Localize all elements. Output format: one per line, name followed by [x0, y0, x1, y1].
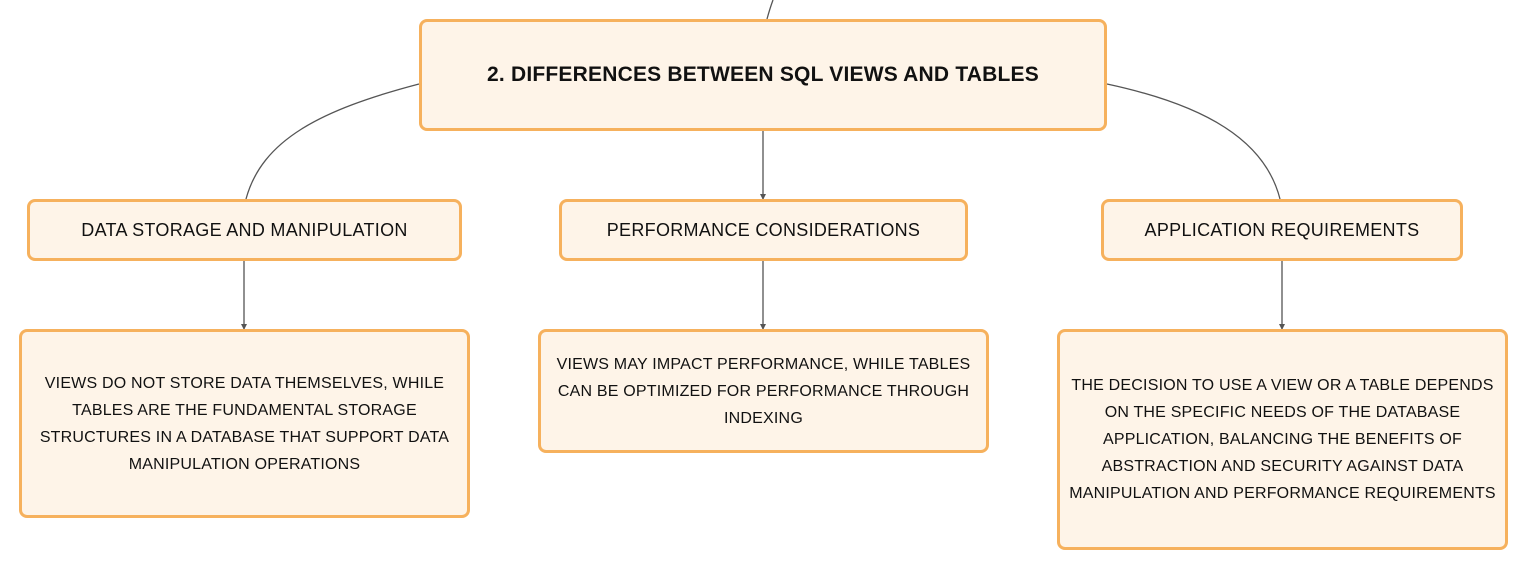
detail-node-data-storage[interactable]: VIEWS DO NOT STORE DATA THEMSELVES, WHIL… — [19, 329, 470, 518]
arrowhead-branch-2 — [760, 194, 766, 200]
connector-root-to-branch-3 — [1106, 83, 1281, 200]
branch-label: DATA STORAGE AND MANIPULATION — [81, 219, 408, 240]
branch-label: PERFORMANCE CONSIDERATIONS — [606, 219, 921, 240]
root-topic-node[interactable]: 2. DIFFERENCES BETWEEN SQL VIEWS AND TAB… — [419, 19, 1107, 131]
connector-root-to-branch-1 — [245, 83, 420, 200]
detail-node-application[interactable]: THE DECISION TO USE A VIEW OR A TABLE DE… — [1057, 329, 1508, 550]
branch-label: APPLICATION REQUIREMENTS — [1144, 219, 1420, 240]
connector-parent-to-root — [766, 0, 774, 20]
branch-node-performance[interactable]: PERFORMANCE CONSIDERATIONS — [559, 199, 968, 261]
detail-node-performance[interactable]: VIEWS MAY IMPACT PERFORMANCE, WHILE TABL… — [538, 329, 989, 453]
arrowhead-leaf-2 — [760, 324, 766, 330]
detail-text: VIEWS DO NOT STORE DATA THEMSELVES, WHIL… — [39, 374, 450, 473]
branch-node-application[interactable]: APPLICATION REQUIREMENTS — [1101, 199, 1463, 261]
root-topic-label: 2. DIFFERENCES BETWEEN SQL VIEWS AND TAB… — [487, 63, 1039, 86]
detail-text: VIEWS MAY IMPACT PERFORMANCE, WHILE TABL… — [556, 355, 971, 427]
branch-node-data-storage[interactable]: DATA STORAGE AND MANIPULATION — [27, 199, 462, 261]
arrowhead-leaf-1 — [241, 324, 247, 330]
detail-text: THE DECISION TO USE A VIEW OR A TABLE DE… — [1069, 377, 1496, 502]
arrowhead-leaf-3 — [1279, 324, 1285, 330]
